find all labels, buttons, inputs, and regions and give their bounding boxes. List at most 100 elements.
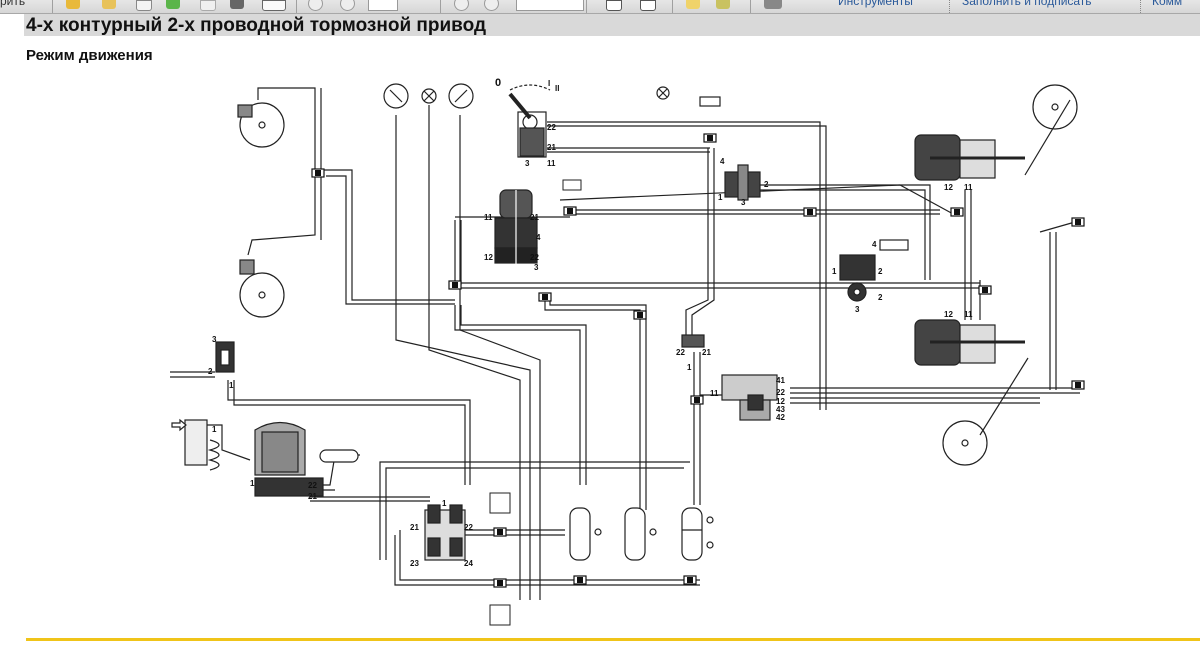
four-circuit-protection-valve [424, 504, 466, 561]
port-label: 1 [250, 479, 255, 488]
toolbar-separator [296, 0, 297, 13]
port-label: 24 [464, 559, 473, 568]
load-sensing-valve [839, 239, 909, 302]
port-label: 23 [410, 559, 419, 568]
port-label: 1 [687, 363, 692, 372]
pressure-gauge-right [448, 83, 474, 109]
sign-icon[interactable] [764, 0, 782, 9]
brake-light-switch [562, 179, 582, 191]
rear-right-brake-drum-bottom [942, 357, 1029, 466]
highlight-icon[interactable] [716, 0, 730, 9]
port-label: 12 [944, 183, 953, 192]
front-right-brake-drum [239, 259, 285, 318]
port-label: 2 [878, 267, 883, 276]
pipe [547, 147, 710, 153]
page-up-button[interactable] [308, 0, 323, 11]
page-down-button[interactable] [340, 0, 355, 11]
trailer-control-valve [721, 374, 778, 421]
air-reservoir-3 [681, 507, 714, 561]
create-icon[interactable] [66, 0, 80, 9]
pressure-switch [489, 492, 511, 514]
rear-right-brake-drum-top [1024, 84, 1078, 176]
port-label: 11 [547, 159, 556, 168]
brake-system-diagram: 0 I II 22 21 3 11 11 21 4 12 22 3 4 1 2 … [170, 77, 1085, 626]
air-reservoir-2 [624, 507, 657, 561]
pressure-gauge-left [383, 83, 409, 109]
print-icon[interactable] [230, 0, 244, 9]
fill-sign-link[interactable]: Заполнить и подписать [962, 0, 1092, 8]
port-label: 4 [536, 233, 541, 242]
pipe-lines [170, 87, 1080, 600]
switch-position-0: 0 [495, 77, 501, 89]
toolbar-left-label: рить [0, 0, 26, 8]
pipe [1039, 221, 1076, 390]
pipe [247, 175, 322, 256]
port-label: 21 [410, 523, 419, 532]
pipe [455, 282, 980, 289]
pipe [227, 380, 471, 485]
save-icon[interactable] [200, 0, 216, 11]
pipe [257, 87, 322, 170]
toolbar-separator [949, 0, 950, 13]
port-label: 1 [229, 381, 234, 390]
tools-link[interactable]: Инструменты [838, 0, 913, 8]
port-label: 22 [776, 388, 785, 397]
port-label: 1 [718, 193, 723, 202]
port-label: 1 [442, 499, 447, 508]
port-label: 21 [308, 492, 317, 501]
pipe [379, 461, 690, 560]
toolbar-separator [1140, 0, 1141, 13]
port-label: 12 [776, 397, 785, 406]
fit-width-icon[interactable] [606, 0, 622, 11]
pipe [790, 387, 1080, 404]
zoom-out-button[interactable] [454, 0, 469, 11]
pipe [693, 352, 701, 505]
foot-brake-valve [494, 189, 538, 265]
page-subtitle: Режим движения [26, 47, 153, 64]
port-label: 2 [878, 293, 883, 302]
pipe [195, 424, 251, 461]
pipe [685, 148, 715, 340]
toolbar-separator [672, 0, 673, 13]
comment-icon[interactable] [686, 0, 700, 9]
port-label: 11 [964, 183, 973, 192]
footer-divider [26, 638, 1200, 641]
front-left-brake-drum [237, 102, 285, 148]
switch-position-2: II [555, 84, 559, 93]
port-label: 2 [208, 367, 213, 376]
double-check-valve [681, 334, 705, 348]
fit-page-icon[interactable] [640, 0, 656, 11]
pressure-switch [489, 604, 511, 626]
port-label: 4 [720, 157, 725, 166]
pipe [170, 371, 215, 378]
calendar-icon[interactable] [136, 0, 152, 11]
warning-lamp-right [656, 86, 721, 107]
pipe [321, 169, 455, 305]
pipe [454, 220, 462, 285]
zoom-in-button[interactable] [484, 0, 499, 11]
port-label: 21 [547, 143, 556, 152]
comment-link[interactable]: Комм [1152, 0, 1183, 8]
page-number-input[interactable] [368, 0, 398, 11]
port-label: 22 [676, 348, 685, 357]
open-folder-icon[interactable] [102, 0, 116, 9]
warning-lamp [421, 88, 437, 104]
port-label: 42 [776, 413, 785, 422]
title-background [24, 14, 1200, 36]
port-label: 2 [764, 180, 769, 189]
port-label: 3 [741, 198, 746, 207]
pipe [394, 530, 700, 586]
port-label: 22 [547, 123, 556, 132]
mail-icon[interactable] [262, 0, 286, 11]
pipe [760, 184, 931, 280]
port-label: 43 [776, 405, 785, 414]
pipe [454, 305, 587, 485]
port-label: 21 [702, 348, 711, 357]
port-label: 41 [776, 376, 785, 385]
port-label: 12 [484, 253, 493, 262]
add-icon[interactable] [166, 0, 180, 9]
port-label: 11 [710, 389, 719, 398]
zoom-level-input[interactable] [516, 0, 584, 11]
toolbar-separator [440, 0, 441, 13]
pipe [544, 300, 647, 510]
